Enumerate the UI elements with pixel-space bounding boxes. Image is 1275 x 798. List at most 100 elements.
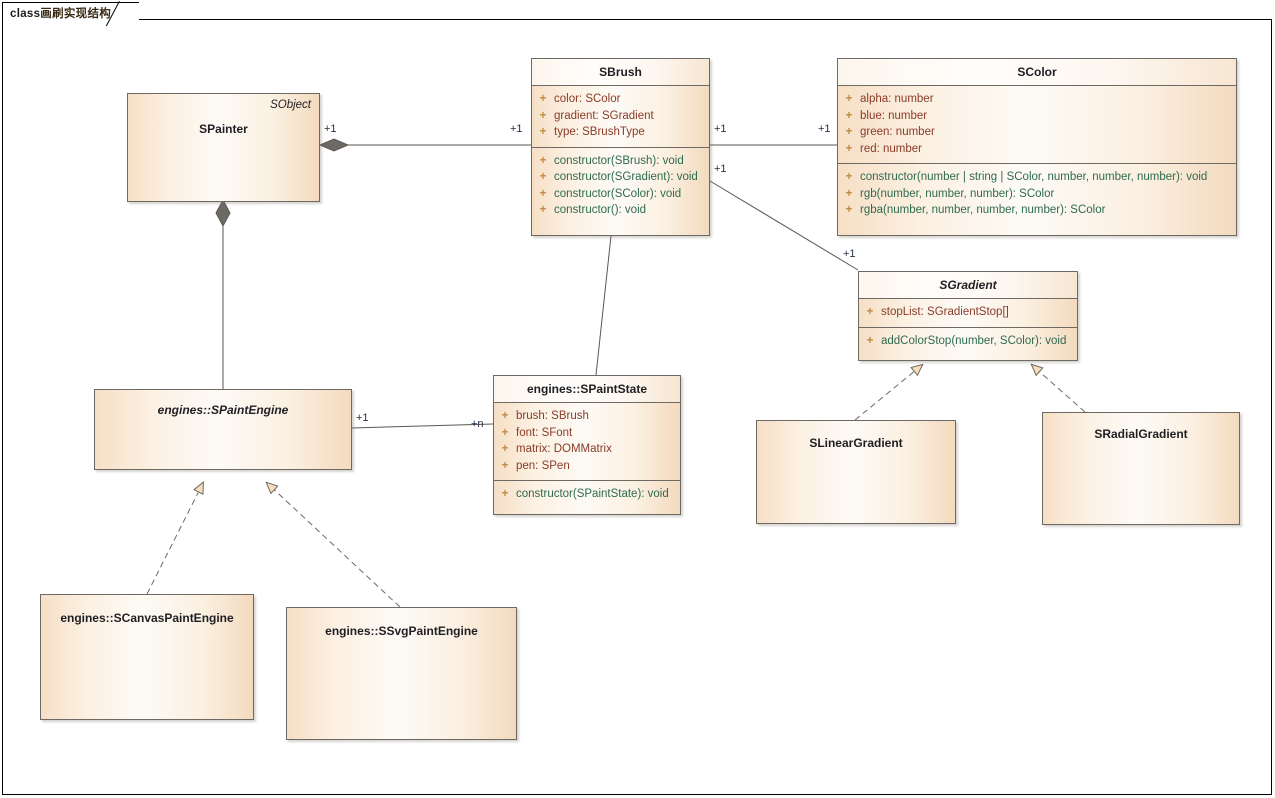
operation-row: + constructor(number | string | SColor, n… [838, 169, 1236, 186]
multiplicity-engine-state-source: +1 [356, 412, 369, 424]
class-box-spaintstate[interactable]: engines::SPaintState +brush: SBrush +fon… [493, 375, 681, 515]
attribute-row: +pen: SPen [494, 458, 680, 475]
diagram-frame [2, 19, 1272, 795]
class-operations-sbrush: +constructor(SBrush): void +constructor(… [532, 148, 709, 225]
attribute-label: green: number [860, 126, 935, 138]
multiplicity-painter-brush-target: +1 [510, 123, 523, 135]
visibility-marker: + [845, 171, 853, 183]
visibility-marker: + [866, 306, 874, 318]
attribute-label: alpha: number [860, 93, 934, 105]
class-operations-spaintstate: + constructor(SPaintState): void [494, 481, 680, 509]
class-box-ssvgpaintengine[interactable]: engines::SSvgPaintEngine [286, 607, 517, 740]
class-title-slineargradient: SLinearGradient [809, 436, 903, 450]
visibility-marker: + [501, 488, 509, 500]
attribute-row: + color: SColor [532, 91, 709, 108]
visibility-marker: + [539, 154, 547, 167]
operation-row: +constructor(SGradient): void [532, 169, 709, 186]
multiplicity-brush-color-target: +1 [818, 123, 831, 135]
class-operations-sgradient: +addColorStop(number, SColor): void [859, 328, 1077, 356]
attribute-label: gradient: SGradient [554, 109, 654, 122]
attribute-row: +font: SFont [494, 425, 680, 442]
multiplicity-engine-state-target: +n [471, 418, 484, 430]
class-box-spaintengine[interactable]: engines::SPaintEngine [94, 389, 352, 470]
attribute-label: type: SBrushType [554, 126, 645, 138]
visibility-marker: + [845, 109, 853, 122]
visibility-marker: + [845, 142, 853, 155]
attribute-row: + brush: SBrush [494, 408, 680, 425]
operation-row: + constructor(): void [532, 202, 709, 219]
class-box-slineargradient[interactable]: SLinearGradient [756, 420, 956, 524]
diagram-title-tab: class画刷实现结构 [2, 2, 139, 20]
class-box-sradialgradient[interactable]: SRadialGradient [1042, 412, 1240, 525]
visibility-marker: + [539, 109, 547, 122]
class-box-sgradient[interactable]: SGradient +stopList: SGradientStop[] +ad… [858, 271, 1078, 361]
attribute-row: + alpha: number [838, 91, 1236, 108]
visibility-marker: + [501, 459, 509, 472]
operation-label: constructor(SBrush): void [554, 154, 684, 167]
class-title-spaintengine: engines::SPaintEngine [157, 403, 289, 417]
class-box-spainter[interactable]: SObject SPainter [127, 93, 320, 202]
operation-label: constructor(SGradient): void [554, 171, 698, 183]
attribute-label: blue: number [860, 109, 928, 122]
multiplicity-brush-gradient-source: +1 [714, 163, 727, 175]
multiplicity-brush-gradient-target: +1 [843, 248, 856, 260]
attribute-label: matrix: DOMMatrix [516, 443, 612, 455]
operation-label: rgb(number, number, number): SColor [860, 187, 1055, 200]
visibility-marker: + [539, 126, 547, 138]
attribute-label: red: number [860, 142, 923, 155]
visibility-marker: + [845, 187, 853, 200]
attribute-label: font: SFont [516, 426, 573, 439]
class-attributes-sgradient: +stopList: SGradientStop[] [859, 299, 1077, 327]
class-separator [859, 298, 1077, 299]
class-title-spainter: SPainter [199, 122, 248, 136]
class-attributes-spaintstate: +brush: SBrush +font: SFont +matrix: DOM… [494, 403, 680, 480]
class-title-sbrush: SBrush [532, 59, 709, 85]
attribute-label: brush: SBrush [516, 410, 589, 422]
class-separator [532, 146, 709, 148]
operation-label: addColorStop(number, SColor): void [881, 334, 1067, 347]
operation-label: constructor(): void [554, 204, 647, 216]
attribute-row: + blue: number [838, 108, 1236, 125]
operation-row: + constructor(SBrush): void [532, 153, 709, 170]
class-separator [838, 163, 1236, 164]
class-stereotype-sobject: SObject [270, 99, 311, 111]
class-operations-scolor: + constructor(number | string | SColor, n… [838, 164, 1236, 225]
class-separator [859, 326, 1077, 328]
class-attributes-sbrush: + color: SColor + gradient: SGradient + typ… [532, 86, 709, 147]
operation-row: + constructor(SColor): void [532, 186, 709, 203]
class-separator [838, 85, 1236, 86]
class-title-spaintstate: engines::SPaintState [494, 376, 680, 402]
class-box-sbrush[interactable]: SBrush + color: SColor + gradient: SGradie… [531, 58, 710, 236]
operation-label: constructor(SPaintState): void [516, 488, 669, 500]
attribute-row: +stopList: SGradientStop[] [859, 304, 1077, 321]
attribute-row: + matrix: DOMMatrix [494, 441, 680, 458]
multiplicity-brush-color-source: +1 [714, 123, 727, 135]
class-title-sradialgradient: SRadialGradient [1094, 427, 1188, 441]
diagram-title-name: 画刷实现结构 [40, 8, 112, 20]
class-title-ssvgpaintengine: engines::SSvgPaintEngine [325, 624, 478, 638]
class-attributes-scolor: + alpha: number + blue: number + green: num… [838, 86, 1236, 163]
operation-row: + constructor(SPaintState): void [494, 486, 680, 503]
operation-row: +addColorStop(number, SColor): void [859, 333, 1077, 350]
visibility-marker: + [539, 187, 547, 200]
class-title-scolor: SColor [838, 59, 1236, 85]
class-title-sgradient: SGradient [859, 272, 1077, 298]
class-box-scanvaspaintengine[interactable]: engines::SCanvasPaintEngine [40, 594, 254, 720]
operation-label: constructor(number | string | SColor, nu… [860, 171, 1208, 183]
visibility-marker: + [501, 410, 509, 422]
attribute-row: + gradient: SGradient [532, 108, 709, 125]
diagram-title-text: class画刷实现结构 [10, 5, 111, 21]
visibility-marker: + [539, 93, 547, 105]
class-box-scolor[interactable]: SColor + alpha: number + blue: number + gre… [837, 58, 1237, 236]
visibility-marker: + [539, 204, 547, 216]
visibility-marker: + [501, 443, 509, 455]
visibility-marker: + [845, 93, 853, 105]
attribute-row: + red: number [838, 141, 1236, 158]
class-title-scanvaspaintengine: engines::SCanvasPaintEngine [60, 611, 234, 625]
multiplicity-painter-brush-source: +1 [324, 123, 337, 135]
visibility-marker: + [845, 204, 853, 216]
attribute-row: + type: SBrushType [532, 124, 709, 141]
attribute-label: color: SColor [554, 93, 621, 105]
operation-label: constructor(SColor): void [554, 187, 682, 200]
